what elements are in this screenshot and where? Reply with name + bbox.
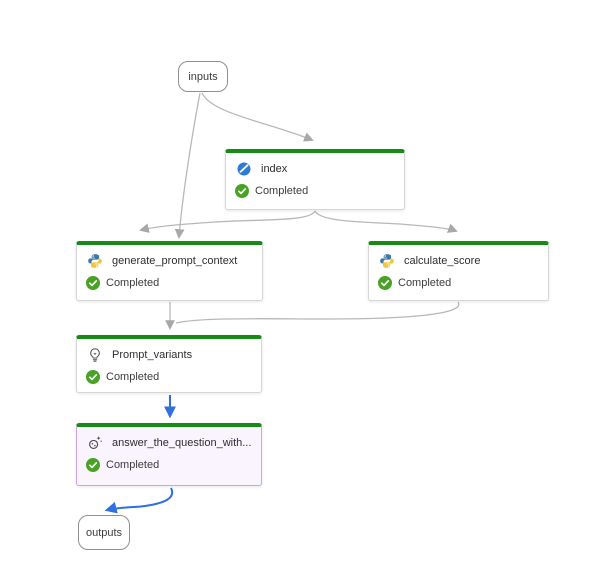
node-title: calculate_score [404, 255, 481, 267]
node-title: Prompt_variants [112, 349, 193, 361]
python-icon [380, 254, 394, 268]
edge-index-to-generate-prompt-context [139, 210, 316, 233]
node-title: index [261, 163, 288, 175]
outputs-label: outputs [85, 526, 123, 539]
edge-answer-to-outputs [104, 487, 174, 514]
edge-index-to-calculate-score [314, 210, 458, 233]
completed-check-icon [235, 184, 249, 198]
python-icon [88, 254, 102, 268]
node-answer-the-question-with[interactable]: answer_the_question_with... Completed [76, 423, 262, 486]
edge-calculate-score-to-prompt-variants [175, 301, 460, 324]
status-badge: Completed [255, 185, 309, 197]
edge-inputs-to-generate-prompt-context [174, 92, 201, 239]
node-calculate-score[interactable]: calculate_score Completed [368, 241, 549, 301]
edge-inputs-to-index [201, 92, 314, 142]
vector-index-icon [237, 162, 251, 176]
completed-check-icon [378, 276, 392, 290]
node-prompt-variants[interactable]: Prompt_variants Completed [76, 335, 262, 393]
node-title: answer_the_question_with... [112, 437, 252, 449]
completed-check-icon [86, 458, 100, 472]
node-index[interactable]: index Completed [225, 149, 405, 210]
status-badge: Completed [106, 371, 160, 383]
status-badge: Completed [398, 277, 452, 289]
outputs-node[interactable]: outputs [78, 515, 130, 550]
status-badge: Completed [106, 459, 160, 471]
inputs-label: inputs [188, 70, 218, 83]
node-generate-prompt-context[interactable]: generate_prompt_context Completed [76, 241, 263, 301]
node-title: generate_prompt_context [112, 255, 238, 267]
completed-check-icon [86, 370, 100, 384]
completed-check-icon [86, 276, 100, 290]
llm-sparkle-icon [89, 436, 103, 449]
status-badge: Completed [106, 277, 160, 289]
inputs-node[interactable]: inputs [178, 61, 228, 92]
lightbulb-icon [90, 348, 100, 362]
